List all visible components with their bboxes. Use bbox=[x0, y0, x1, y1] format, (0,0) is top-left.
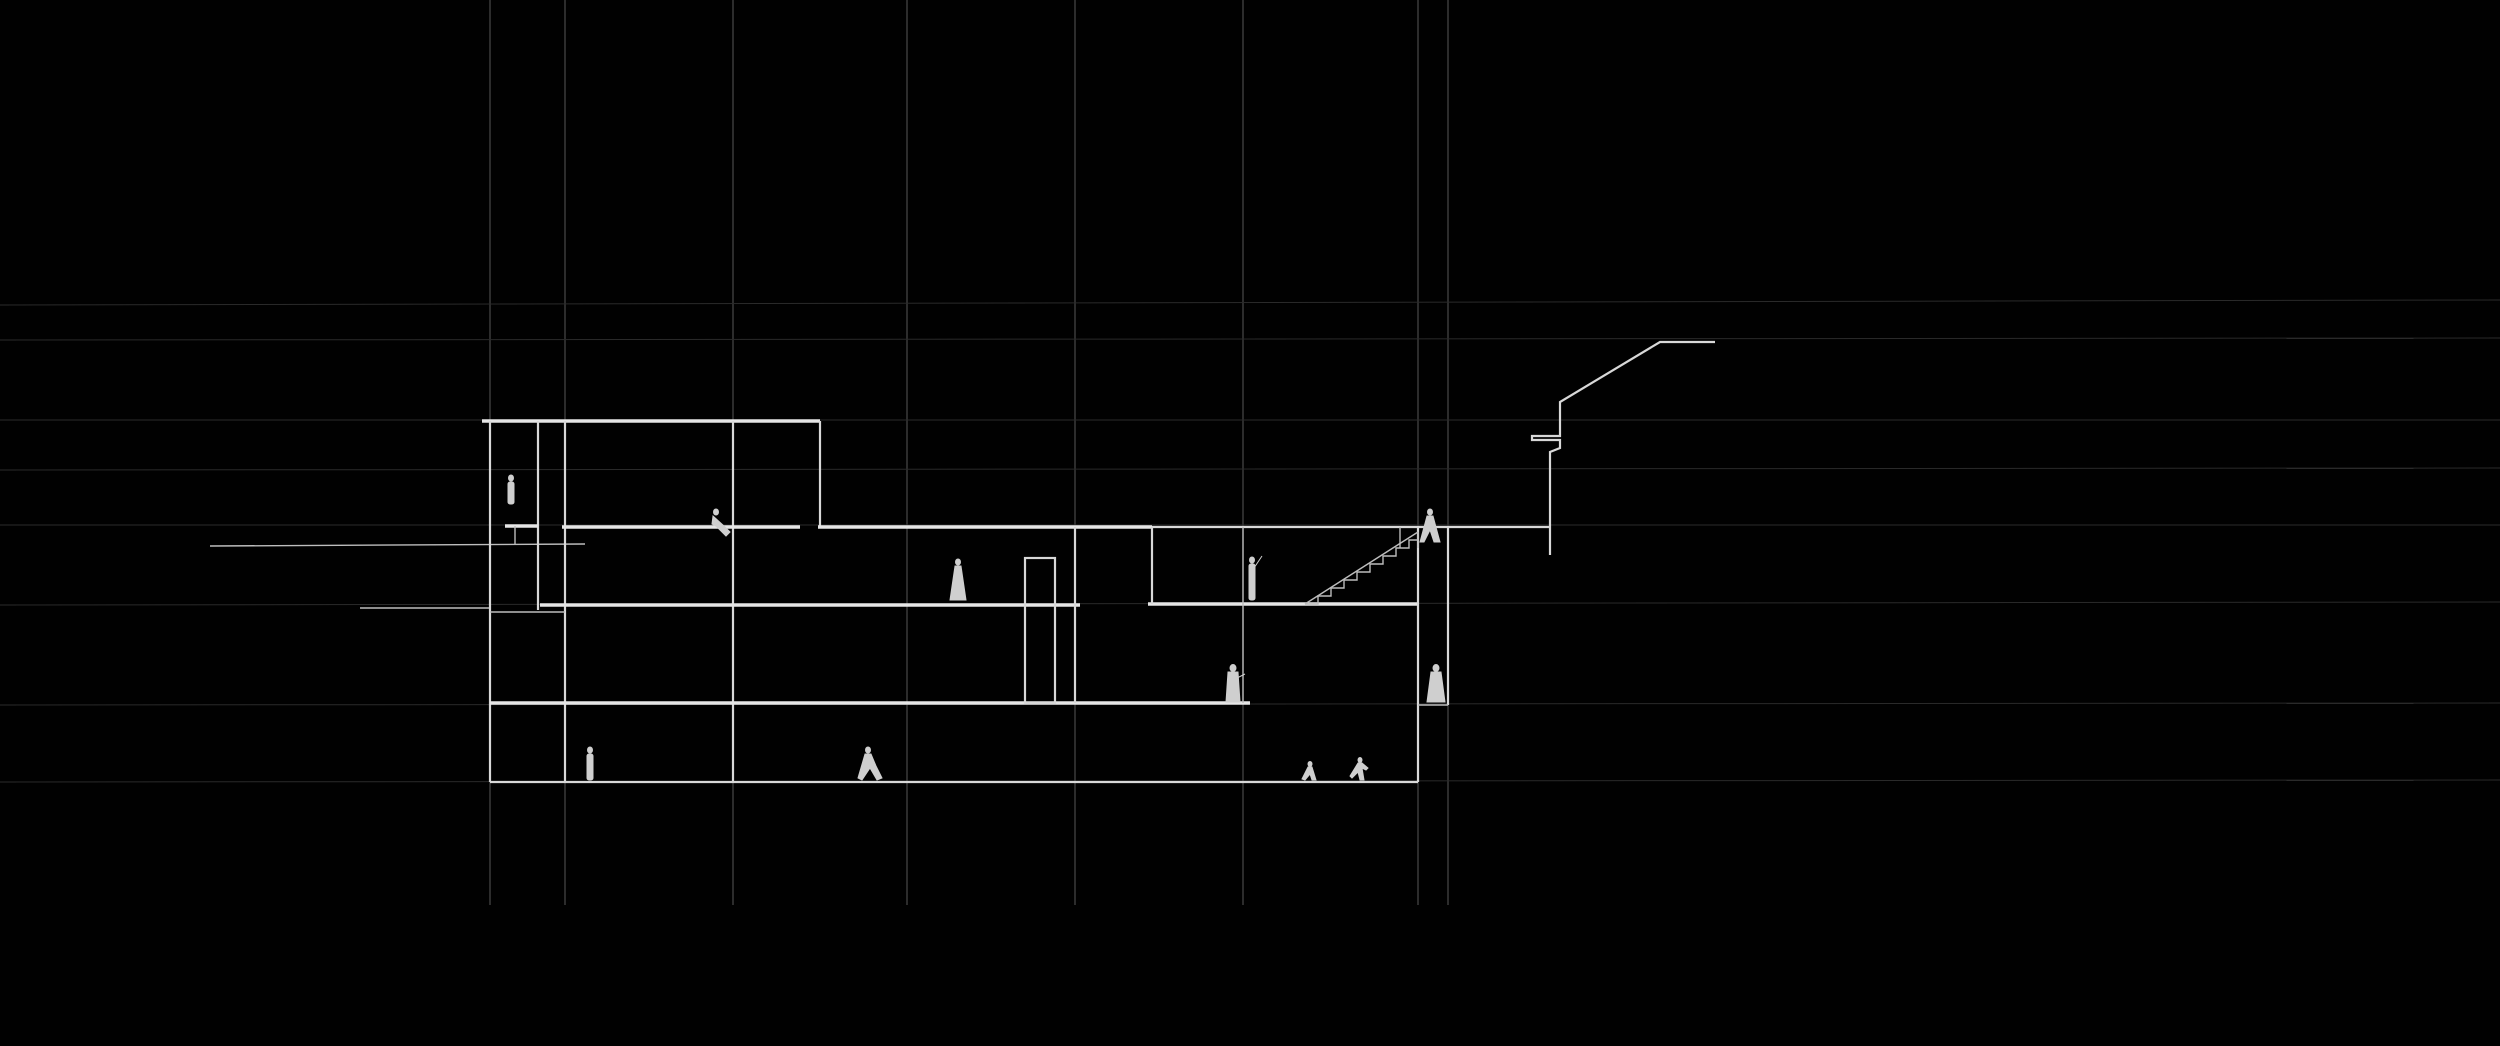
person-figure bbox=[1301, 761, 1317, 781]
person-figure bbox=[1225, 664, 1246, 703]
person-figure bbox=[1426, 664, 1446, 703]
person-figure bbox=[507, 474, 515, 505]
person-figure bbox=[586, 746, 594, 781]
neighbor-building-profile bbox=[1530, 340, 1715, 555]
person-figure bbox=[857, 746, 883, 781]
stair-steps bbox=[1305, 539, 1418, 605]
guide-line-h bbox=[0, 299, 2500, 306]
person-figure bbox=[711, 508, 731, 537]
person-figure bbox=[1419, 508, 1441, 543]
guide-line-h bbox=[0, 467, 2500, 471]
scale-figures bbox=[507, 474, 1446, 781]
stair bbox=[1304, 527, 1419, 605]
stair-stringer bbox=[1304, 531, 1419, 605]
neighbor-roofline bbox=[1530, 340, 1715, 555]
horizontal-guides bbox=[0, 299, 2500, 783]
building-section bbox=[482, 419, 1550, 784]
vertical-guides bbox=[489, 0, 1449, 905]
person-figure bbox=[1248, 555, 1263, 601]
elevator-core bbox=[1023, 556, 1057, 705]
person-figure bbox=[949, 558, 967, 601]
guide-line-h bbox=[0, 337, 2500, 341]
person-figure bbox=[1349, 757, 1369, 781]
ground-line-left bbox=[209, 543, 586, 547]
